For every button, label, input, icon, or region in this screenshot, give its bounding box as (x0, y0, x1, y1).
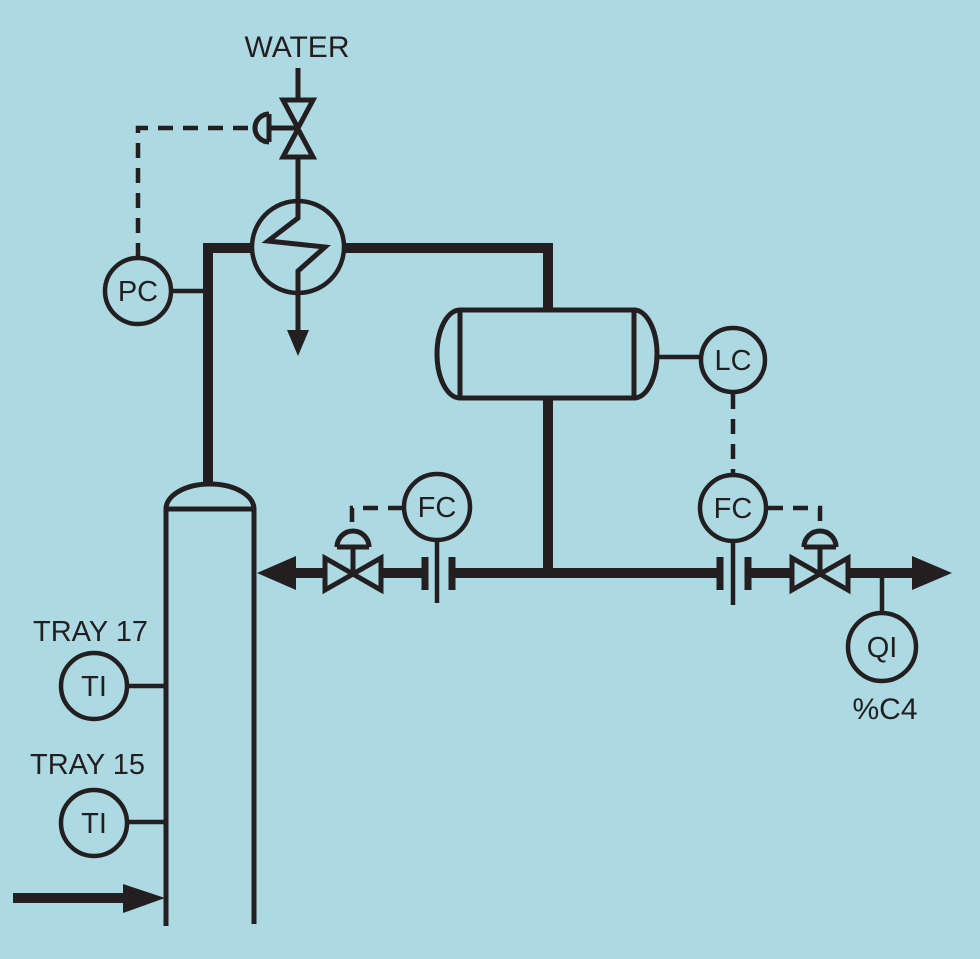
quality-stream-label: %C4 (852, 693, 917, 726)
product-arrow-icon (912, 556, 952, 590)
tray15-label: TRAY 15 (30, 749, 145, 781)
feed-line (13, 884, 165, 913)
ti-tray17-instrument-bubble (58, 650, 130, 722)
pc-label: PC (118, 276, 158, 308)
overhead-vapor-line (203, 243, 553, 486)
product-valve-actuator-icon (801, 528, 839, 550)
vapor-pipe-right (343, 243, 553, 312)
lc-instrument-bubble (698, 325, 768, 395)
reflux-drum (434, 307, 660, 578)
fc-product-signal-line (768, 505, 823, 526)
qi-label: QI (867, 632, 898, 664)
reflux-valve-left-triangle-icon (322, 553, 359, 595)
fc-product-instrument-bubble (697, 472, 769, 544)
reflux-valve-right-triangle-icon (347, 553, 384, 595)
valve-actuator-icon (252, 111, 272, 145)
drum-left-cap (434, 307, 461, 401)
cooling-water-valve: WATER (245, 31, 350, 160)
vapor-pipe-left (203, 243, 253, 486)
distillation-column (163, 481, 257, 926)
level-controller: LC (658, 325, 768, 475)
liquid-header (257, 556, 952, 590)
flow-controller-reflux: FC (349, 471, 473, 603)
ti-tray15-label: TI (81, 808, 107, 840)
column-dome (163, 481, 257, 510)
tray15-temperature-indicator: TRAY 15 TI (30, 749, 165, 859)
ti-tray17-label: TI (81, 671, 107, 703)
heat-exchanger-coil-icon (261, 202, 331, 292)
tray17-label: TRAY 17 (33, 616, 148, 648)
flow-controller-product: FC (697, 472, 823, 605)
drum-seams (457, 310, 637, 398)
valve-bottom-triangle-icon (278, 123, 318, 160)
reflux-arrow-icon (257, 556, 296, 590)
qi-instrument-bubble (845, 610, 919, 684)
quality-indicator: QI %C4 (845, 576, 919, 726)
drum-right-cap (633, 307, 660, 401)
fc-reflux-signal-line (349, 505, 403, 526)
water-outlet-arrow-icon (287, 330, 309, 356)
fc-product-label: FC (714, 493, 753, 525)
product-valve-left-triangle-icon (789, 553, 826, 595)
drum-shell (460, 307, 634, 401)
water-label: WATER (245, 31, 350, 64)
product-valve-right-triangle-icon (814, 553, 851, 595)
tray17-temperature-indicator: TRAY 17 TI (33, 616, 165, 722)
pressure-controller: PC (102, 125, 251, 327)
reflux-valve (322, 528, 384, 595)
reflux-valve-actuator-icon (334, 528, 372, 550)
ti-tray15-instrument-bubble (58, 787, 130, 859)
fc-reflux-label: FC (418, 492, 457, 524)
lc-label: LC (714, 345, 751, 377)
pc-instrument-bubble (102, 255, 174, 327)
fc-reflux-instrument-bubble (401, 471, 473, 543)
feed-arrow-icon (123, 884, 165, 913)
pc-signal-line (135, 125, 251, 258)
condenser (249, 156, 347, 356)
product-valve (789, 528, 851, 595)
valve-top-triangle-icon (278, 97, 318, 134)
